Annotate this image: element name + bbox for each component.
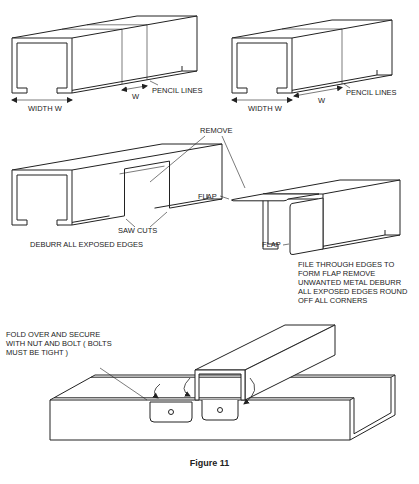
part-label: FLAP <box>198 192 217 201</box>
dimension-label: W <box>132 92 139 101</box>
leader-line <box>220 196 289 245</box>
note-label: SAW CUTS <box>118 226 157 235</box>
note-label: PENCIL LINES <box>152 86 203 95</box>
dimension-label: WIDTH W <box>248 104 282 113</box>
channel-one-pencil-line <box>232 20 392 93</box>
leader-line <box>150 81 158 85</box>
part-label: FLAP <box>262 240 281 249</box>
dimension-width <box>12 100 72 101</box>
leader-line <box>344 84 350 88</box>
dimension-w <box>122 86 147 90</box>
channel-saw-cuts <box>12 144 222 225</box>
dimension-label: W <box>318 96 325 105</box>
dimension-width <box>232 100 292 101</box>
instruction-note: FILE THROUGH EDGES TO FORM FLAP REMOVE U… <box>298 260 413 305</box>
dimension-label: WIDTH W <box>28 104 62 113</box>
note-label: PENCIL LINES <box>346 88 397 97</box>
channel-pencil-lines <box>12 16 197 93</box>
figure-caption: Figure 11 <box>0 458 419 468</box>
instruction-note: FOLD OVER AND SECURE WITH NUT AND BOLT (… <box>6 330 116 357</box>
dimension-w <box>294 88 342 97</box>
channel-with-flaps <box>232 180 401 255</box>
leader-line <box>126 212 167 227</box>
note-label: DEBURR ALL EXPOSED EDGES <box>30 240 143 249</box>
leader-line <box>100 368 147 400</box>
note-label: REMOVE <box>200 126 233 135</box>
leader-line <box>150 136 245 188</box>
